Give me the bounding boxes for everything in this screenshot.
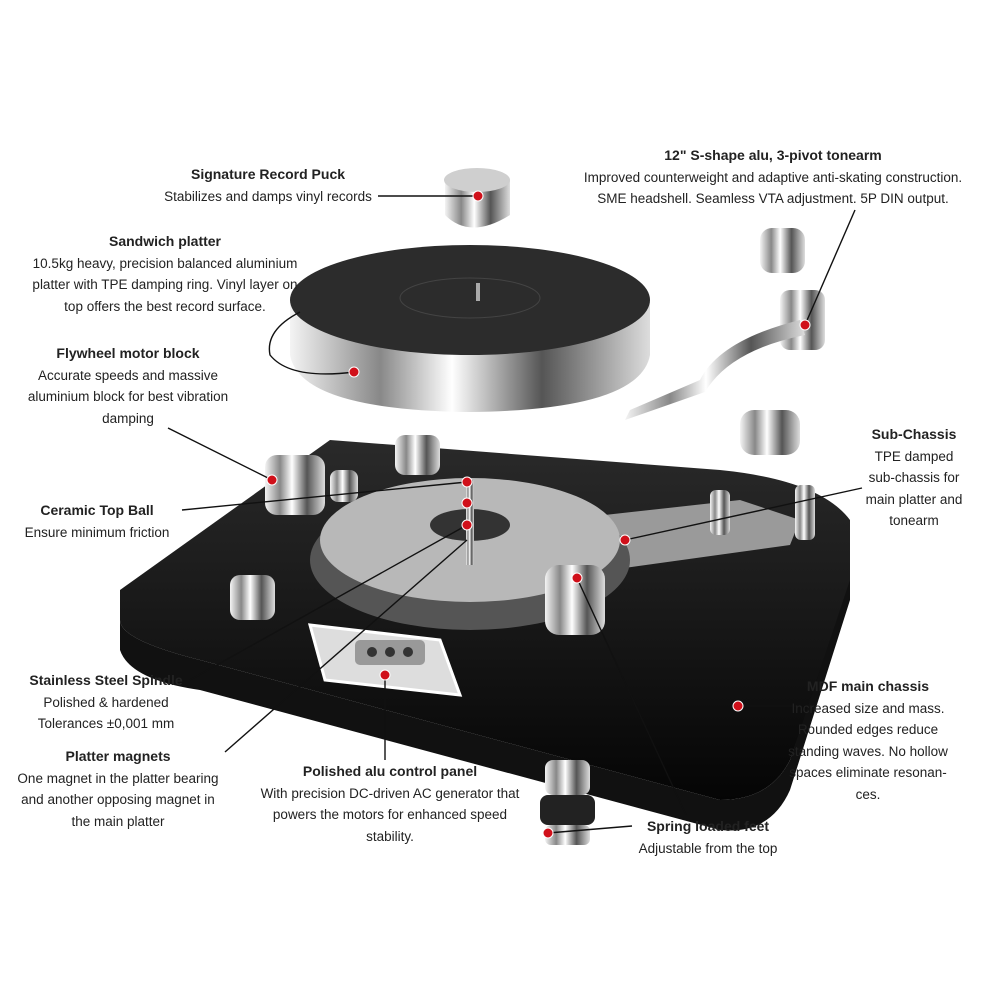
title: Signature Record Puck bbox=[190, 166, 346, 182]
desc: Adjustable from the top bbox=[638, 840, 778, 856]
desc: the main platter bbox=[71, 813, 165, 829]
desc: 10.5kg heavy, precision balanced alumini… bbox=[32, 255, 298, 271]
desc: aluminium block for best vibration bbox=[27, 389, 229, 404]
desc: standing waves. No hollow bbox=[788, 743, 948, 759]
label-platter-magnets: Platter magnets One magnet in the platte… bbox=[17, 746, 218, 832]
title: Sandwich platter bbox=[108, 233, 222, 249]
title: 12" S-shape alu, 3-pivot tonearm bbox=[664, 147, 882, 163]
desc: powers the motors for enhanced speed bbox=[272, 807, 508, 822]
desc: ces. bbox=[855, 786, 881, 802]
desc: With precision DC-driven AC generator th… bbox=[260, 785, 520, 801]
desc: Increased size and mass. bbox=[791, 700, 945, 716]
label-ceramic-top-ball: Ceramic Top Ball Ensure minimum friction bbox=[25, 500, 170, 543]
spring-loaded-foot bbox=[540, 760, 595, 845]
label-sub-chassis: Sub-Chassis TPE damped sub-chassis for m… bbox=[866, 424, 963, 532]
chassis-pillars bbox=[230, 435, 815, 635]
desc: damping bbox=[102, 410, 154, 426]
desc: platter with TPE damping ring. Vinyl lay… bbox=[32, 277, 298, 292]
title: Platter magnets bbox=[65, 748, 171, 764]
label-record-puck: Signature Record Puck Stabilizes and dam… bbox=[164, 164, 372, 207]
desc: top offers the best record surface. bbox=[64, 298, 266, 314]
title: Spring loaded feet bbox=[646, 818, 770, 834]
sandwich-platter bbox=[290, 245, 650, 412]
label-flywheel-motor-block: Flywheel motor block Accurate speeds and… bbox=[28, 343, 228, 429]
label-sandwich-platter: Sandwich platter 10.5kg heavy, precision… bbox=[32, 231, 297, 317]
label-mdf-main-chassis: MDF main chassis Increased size and mass… bbox=[788, 676, 948, 805]
desc: tonearm bbox=[889, 513, 939, 528]
label-spring-loaded-feet: Spring loaded feet Adjustable from the t… bbox=[639, 816, 778, 859]
desc: TPE damped bbox=[874, 448, 954, 464]
control-panel bbox=[307, 623, 463, 697]
callout-dots bbox=[266, 190, 811, 839]
desc: Stabilizes and damps vinyl records bbox=[164, 188, 372, 204]
label-stainless-steel-spindle: Stainless Steel Spindle Polished & harde… bbox=[29, 670, 182, 735]
title: Sub-Chassis bbox=[871, 426, 957, 442]
desc: and another opposing magnet in bbox=[21, 792, 215, 807]
record-puck bbox=[444, 168, 510, 228]
desc: sub-chassis for bbox=[868, 470, 960, 485]
leader-lines bbox=[167, 195, 863, 834]
tonearm bbox=[625, 228, 825, 455]
desc: spaces eliminate resonan- bbox=[789, 765, 947, 780]
label-tonearm: 12" S-shape alu, 3-pivot tonearm Improve… bbox=[584, 145, 962, 210]
title: Flywheel motor block bbox=[56, 345, 200, 361]
desc: main platter and bbox=[865, 491, 963, 507]
title: MDF main chassis bbox=[806, 678, 930, 694]
title: Ceramic Top Ball bbox=[40, 502, 154, 518]
label-control-panel: Polished alu control panel With precisio… bbox=[261, 761, 520, 847]
desc: Polished & hardened bbox=[43, 694, 169, 710]
desc: stability. bbox=[366, 828, 414, 844]
desc: Ensure minimum friction bbox=[24, 524, 170, 540]
desc: SME headshell. Seamless VTA adjustment. … bbox=[597, 191, 949, 206]
title: Polished alu control panel bbox=[302, 763, 478, 779]
desc: Tolerances ±0,001 mm bbox=[37, 716, 175, 731]
desc: Rounded edges reduce bbox=[797, 722, 939, 737]
bearing-platter bbox=[310, 478, 630, 630]
title: Stainless Steel Spindle bbox=[29, 672, 183, 688]
desc: One magnet in the platter bearing bbox=[17, 770, 219, 786]
desc: Improved counterweight and adaptive anti… bbox=[583, 169, 963, 185]
desc: Accurate speeds and massive bbox=[37, 367, 219, 383]
